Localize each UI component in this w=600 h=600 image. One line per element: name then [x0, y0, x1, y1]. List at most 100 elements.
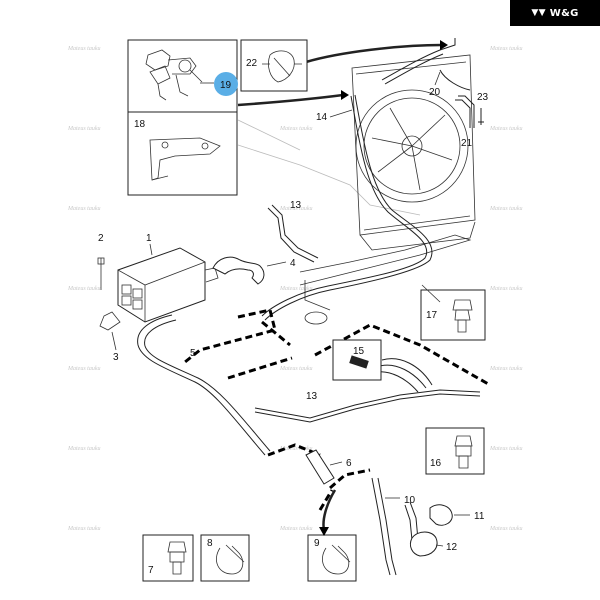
- callout-14: 14: [316, 112, 328, 123]
- callout-3: 3: [113, 352, 119, 363]
- hose-10b: [377, 477, 397, 576]
- lines-near-15-c: [375, 371, 419, 393]
- arrow-19-to-radiator: [237, 93, 344, 107]
- leader-12: [435, 544, 444, 547]
- svg-text:Mateus tauku: Mateus tauku: [67, 366, 101, 372]
- leader-17: [421, 284, 441, 303]
- svg-text:Mateus tauku: Mateus tauku: [67, 206, 101, 212]
- fastener-23: [478, 108, 484, 125]
- callout-19: 19: [220, 80, 232, 91]
- clamp-11: [429, 504, 453, 526]
- leader-20: [434, 71, 441, 86]
- hose-14-inner: [261, 95, 428, 317]
- detail-box-17: [420, 289, 486, 341]
- svg-text:Mateus tauku: Mateus tauku: [279, 526, 313, 532]
- leader-6: [329, 461, 343, 466]
- routing-dash-5: [329, 468, 371, 490]
- callout-15: 15: [353, 346, 365, 357]
- callout-22: 22: [246, 58, 258, 69]
- engine-bay-outline: [237, 119, 472, 325]
- arrowhead-9: [319, 527, 329, 536]
- callout-16: 16: [430, 458, 442, 469]
- highlight-19[interactable]: [214, 72, 238, 96]
- hose-10: [371, 477, 391, 576]
- svg-text:Mateus tauku: Mateus tauku: [67, 126, 101, 132]
- svg-text:Mateus tauku: Mateus tauku: [67, 286, 101, 292]
- detail-box-7: [142, 534, 194, 582]
- svg-text:Mateus tauku: Mateus tauku: [489, 526, 523, 532]
- callout-13a: 13: [290, 200, 302, 211]
- callout-2: 2: [98, 233, 104, 244]
- callout-17: 17: [426, 310, 438, 321]
- leader-1: [149, 243, 153, 256]
- callout-11: 11: [474, 511, 485, 522]
- arrowhead-22: [440, 40, 448, 50]
- callout-5: 5: [190, 348, 196, 359]
- callout-18: 18: [134, 119, 146, 130]
- callout-7: 7: [148, 565, 154, 576]
- routing-dash-upper: [184, 308, 277, 364]
- hose-13-upper-b: [267, 207, 315, 263]
- bracket-18-drawing: [149, 137, 221, 181]
- svg-text:Mateus tauku: Mateus tauku: [489, 286, 523, 292]
- clip-17-drawing: [452, 299, 473, 333]
- clip-7-drawing: [167, 541, 187, 575]
- lines-near-15: [381, 358, 433, 386]
- hose-20b: [384, 53, 444, 85]
- hose-5: [137, 314, 266, 456]
- callout-4: 4: [290, 258, 296, 269]
- callout-13b: 13: [306, 391, 318, 402]
- evap-canister-1: [117, 247, 219, 323]
- svg-text:Mateus tauku: Mateus tauku: [67, 46, 101, 52]
- wg-chevrons-icon: ▼▼: [531, 8, 546, 18]
- leader-14: [329, 109, 353, 118]
- brand-badge: ▼▼ W&G: [510, 0, 600, 26]
- callout-10: 10: [404, 495, 416, 506]
- callout-9: 9: [314, 538, 320, 549]
- hose-13-lower: [254, 389, 481, 419]
- svg-text:Mateus tauku: Mateus tauku: [489, 126, 523, 132]
- svg-text:Mateus tauku: Mateus tauku: [67, 446, 101, 452]
- svg-text:Mateus tauku: Mateus tauku: [489, 366, 523, 372]
- hose-13-upper: [271, 204, 319, 259]
- routing-dash-6: [318, 489, 334, 511]
- routing-dash-3: [314, 323, 491, 387]
- bolt-2: [97, 257, 105, 290]
- clip-15-drawing: [349, 355, 369, 369]
- brand-text: W&G: [549, 7, 579, 19]
- hose-10d: [409, 501, 419, 541]
- purge-valve-drawing: [145, 49, 203, 101]
- svg-text:Mateus tauku: Mateus tauku: [279, 446, 313, 452]
- callout-1: 1: [146, 233, 152, 244]
- detail-box-22: [240, 39, 308, 92]
- leader-4: [266, 261, 287, 267]
- arrowhead-19: [341, 90, 349, 100]
- detail-box-16: [425, 427, 485, 475]
- svg-text:Mateus tauku: Mateus tauku: [489, 446, 523, 452]
- svg-text:Mateus tauku: Mateus tauku: [279, 126, 313, 132]
- pipe-21: [455, 99, 471, 128]
- pipe-21b: [458, 95, 475, 128]
- hose-13-lower-b: [254, 393, 481, 423]
- arrow-22-to-hose: [305, 43, 443, 64]
- callout-20: 20: [429, 87, 441, 98]
- detail-box-8: [200, 534, 250, 582]
- svg-text:Mateus tauku: Mateus tauku: [279, 366, 313, 372]
- callout-6: 6: [346, 458, 352, 469]
- svg-text:Mateus tauku: Mateus tauku: [279, 206, 313, 212]
- clip-16-drawing: [454, 435, 473, 469]
- svg-text:Mateus tauku: Mateus tauku: [489, 206, 523, 212]
- connector-12: [409, 531, 438, 557]
- clip-22-drawing: [262, 50, 302, 83]
- routing-dash-2: [227, 356, 293, 380]
- bracket-3: [99, 311, 121, 331]
- hose-5b: [144, 319, 271, 452]
- leader-3: [111, 331, 117, 351]
- tie-8-drawing: [216, 544, 245, 575]
- svg-text:Mateus tauku: Mateus tauku: [279, 286, 313, 292]
- hose-20: [381, 38, 456, 81]
- svg-text:Mateus tauku: Mateus tauku: [489, 46, 523, 52]
- routing-dash-1: [261, 320, 291, 347]
- lines-near-15-b: [379, 364, 427, 389]
